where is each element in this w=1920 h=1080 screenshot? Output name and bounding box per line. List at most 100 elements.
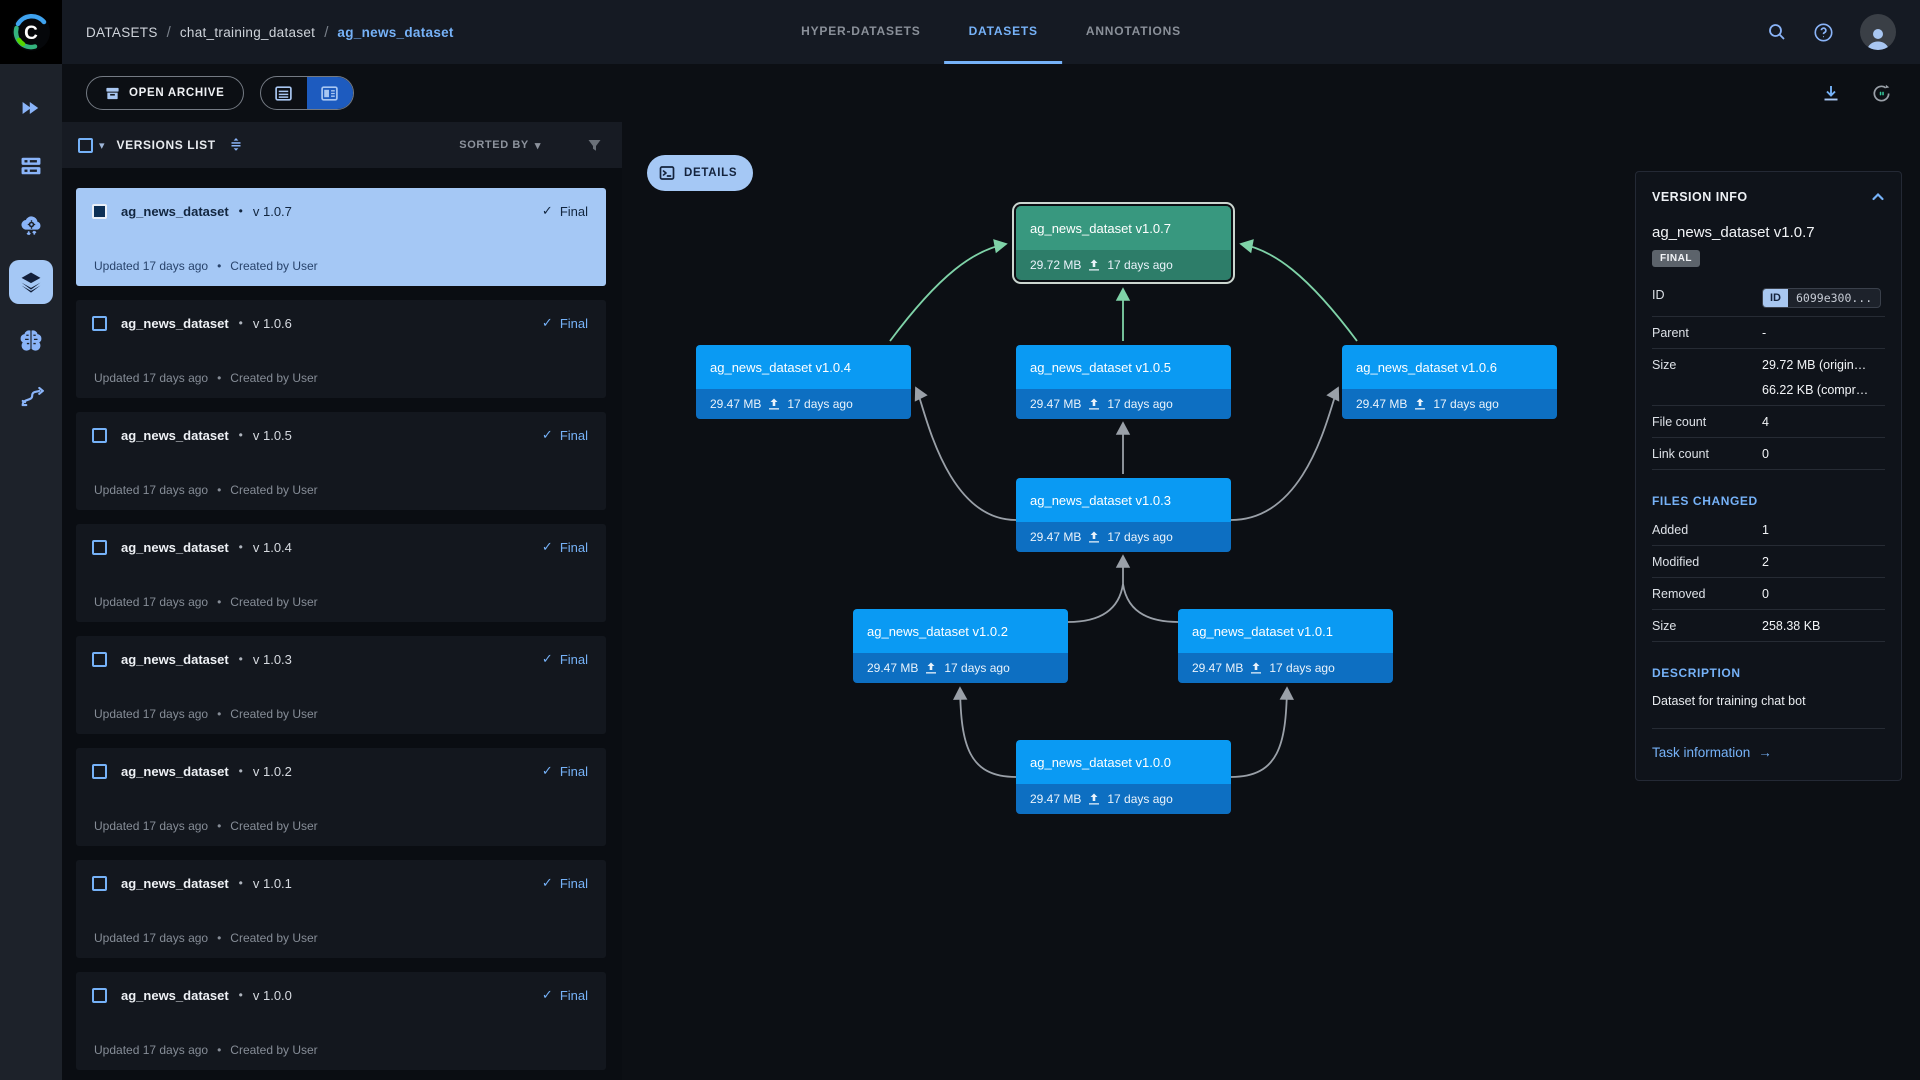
item-name: ag_news_dataset	[121, 315, 229, 331]
node-size: 29.47 MB	[1192, 661, 1244, 675]
filter-icon[interactable]	[587, 138, 602, 153]
check-icon: ✓	[541, 763, 553, 778]
size-original: 29.72 MB (origin…	[1762, 358, 1867, 372]
details-button[interactable]: DETAILS	[647, 155, 754, 191]
tab-hyper-datasets[interactable]: HYPER-DATASETS	[801, 23, 921, 38]
item-checkbox[interactable]	[92, 203, 107, 219]
version-list-item-v1-0-7[interactable]: ag_news_dataset • v 1.0.7 ✓Final Updated…	[76, 188, 606, 286]
version-list-item-v1-0-5[interactable]: ag_news_dataset • v 1.0.5 ✓Final Updated…	[76, 412, 606, 510]
download-icon[interactable]	[1821, 83, 1841, 103]
status-label: Final	[559, 875, 588, 891]
help-icon[interactable]	[1813, 22, 1834, 43]
check-icon: ✓	[541, 987, 553, 1002]
version-list-item-v1-0-6[interactable]: ag_news_dataset • v 1.0.6 ✓Final Updated…	[76, 300, 606, 398]
bullet-icon: •	[217, 1043, 222, 1057]
upload-icon	[1088, 793, 1100, 805]
breadcrumb-project[interactable]: chat_training_dataset	[179, 24, 316, 40]
item-checkbox[interactable]	[92, 315, 107, 331]
breadcrumb-datasets[interactable]: DATASETS	[86, 24, 158, 40]
item-checkbox[interactable]	[92, 763, 107, 779]
version-graph: DETAILS	[622, 122, 1920, 1080]
bullet-icon: •	[238, 876, 243, 890]
version-list-item-v1-0-0[interactable]: ag_news_dataset • v 1.0.0 ✓Final Updated…	[76, 972, 606, 1070]
graph-node-v1-0-2[interactable]: ag_news_dataset v1.0.2 29.47 MB 17 days …	[853, 609, 1068, 683]
graph-node-v1-0-6[interactable]: ag_news_dataset v1.0.6 29.47 MB 17 days …	[1342, 345, 1557, 419]
graph-node-v1-0-3[interactable]: ag_news_dataset v1.0.3 29.47 MB 17 days …	[1016, 478, 1231, 552]
version-info-title: VERSION INFO	[1652, 190, 1748, 204]
row-density-icon[interactable]	[228, 137, 244, 153]
check-icon: ✓	[541, 203, 553, 218]
version-list-item-v1-0-4[interactable]: ag_news_dataset • v 1.0.4 ✓Final Updated…	[76, 524, 606, 622]
sorted-by-label: SORTED BY	[459, 139, 529, 151]
item-checkbox[interactable]	[92, 651, 107, 667]
bullet-icon: •	[238, 316, 243, 330]
graph-edges	[889, 239, 1358, 778]
tab-datasets[interactable]: DATASETS	[944, 0, 1062, 64]
details-label: DETAILS	[684, 167, 738, 179]
item-checkbox[interactable]	[92, 539, 107, 555]
row-label: File count	[1652, 415, 1707, 429]
collapse-chevron-icon[interactable]	[1871, 190, 1885, 204]
table-view-icon	[275, 85, 292, 101]
arrow-right-icon: →	[1758, 745, 1772, 760]
sidebar-item-datasets[interactable]	[9, 260, 53, 304]
clearml-logo[interactable]: C	[0, 0, 62, 64]
graph-node-v1-0-7[interactable]: ag_news_dataset v1.0.7 29.72 MB 17 days …	[1016, 206, 1231, 280]
row-size-changed: Size 258.38 KB	[1652, 610, 1885, 642]
row-value: 2	[1762, 555, 1769, 569]
select-all-caret-icon[interactable]: ▾	[99, 139, 105, 152]
item-status: ✓Final	[542, 315, 588, 331]
task-information-link[interactable]: Task information →	[1652, 745, 1885, 760]
id-value: 6099e300...	[1796, 291, 1873, 305]
select-all-checkbox[interactable]	[78, 137, 93, 153]
node-label: ag_news_dataset v1.0.1	[1178, 609, 1393, 653]
user-avatar[interactable]	[1860, 14, 1896, 50]
bullet-icon: •	[217, 819, 222, 833]
graph-node-v1-0-4[interactable]: ag_news_dataset v1.0.4 29.47 MB 17 days …	[696, 345, 911, 419]
row-added: Added 1	[1652, 514, 1885, 546]
node-size: 29.47 MB	[710, 397, 762, 411]
versions-list: ag_news_dataset • v 1.0.7 ✓Final Updated…	[62, 168, 622, 1080]
search-icon[interactable]	[1767, 22, 1787, 42]
item-checkbox[interactable]	[92, 427, 107, 443]
description-title: DESCRIPTION	[1652, 666, 1741, 680]
graph-node-v1-0-1[interactable]: ag_news_dataset v1.0.1 29.47 MB 17 days …	[1178, 609, 1393, 683]
item-updated: Updated 17 days ago	[94, 819, 209, 833]
item-version: v 1.0.2	[252, 763, 292, 779]
version-list-item-v1-0-3[interactable]: ag_news_dataset • v 1.0.3 ✓Final Updated…	[76, 636, 606, 734]
version-id-pill[interactable]: ID 6099e300...	[1762, 288, 1882, 308]
graph-node-v1-0-5[interactable]: ag_news_dataset v1.0.5 29.47 MB 17 days …	[1016, 345, 1231, 419]
row-size: Size 29.72 MB (origin… 66.22 KB (compr…	[1652, 349, 1885, 406]
item-version: v 1.0.5	[252, 427, 292, 443]
item-created: Created by User	[230, 371, 318, 385]
item-created: Created by User	[230, 259, 318, 273]
node-age: 17 days ago	[787, 397, 853, 411]
graph-node-v1-0-0[interactable]: ag_news_dataset v1.0.0 29.47 MB 17 days …	[1016, 740, 1231, 814]
sidebar-item-models[interactable]	[9, 318, 53, 362]
breadcrumb-current-dataset[interactable]: ag_news_dataset	[337, 24, 454, 40]
bullet-icon: •	[217, 371, 222, 385]
version-list-item-v1-0-1[interactable]: ag_news_dataset • v 1.0.1 ✓Final Updated…	[76, 860, 606, 958]
version-list-item-v1-0-2[interactable]: ag_news_dataset • v 1.0.2 ✓Final Updated…	[76, 748, 606, 846]
auto-refresh-icon[interactable]	[1871, 83, 1892, 104]
table-view-button[interactable]	[261, 77, 307, 109]
sidebar-item-pipelines[interactable]	[9, 376, 53, 420]
item-checkbox[interactable]	[92, 987, 107, 1003]
archive-icon	[106, 87, 119, 99]
bullet-icon: •	[238, 204, 243, 218]
item-checkbox[interactable]	[92, 875, 107, 891]
split-view-button[interactable]	[306, 77, 353, 109]
row-value: 0	[1762, 447, 1769, 461]
bullet-icon: •	[217, 259, 222, 273]
open-archive-button[interactable]: OPEN ARCHIVE	[86, 76, 244, 110]
tab-annotations[interactable]: ANNOTATIONS	[1085, 23, 1181, 38]
top-tabs: HYPER-DATASETS DATASETS ANNOTATIONS	[777, 0, 1205, 64]
sidebar-item-projects[interactable]	[9, 86, 53, 130]
upload-icon	[1414, 398, 1426, 410]
bullet-icon: •	[217, 707, 222, 721]
item-name: ag_news_dataset	[121, 427, 229, 443]
sidebar-item-workers-queues[interactable]	[9, 144, 53, 188]
sorted-by-control[interactable]: SORTED BY ▾	[459, 139, 541, 152]
sidebar-item-applications[interactable]	[9, 202, 53, 246]
node-meta: 29.47 MB 17 days ago	[1016, 389, 1231, 419]
